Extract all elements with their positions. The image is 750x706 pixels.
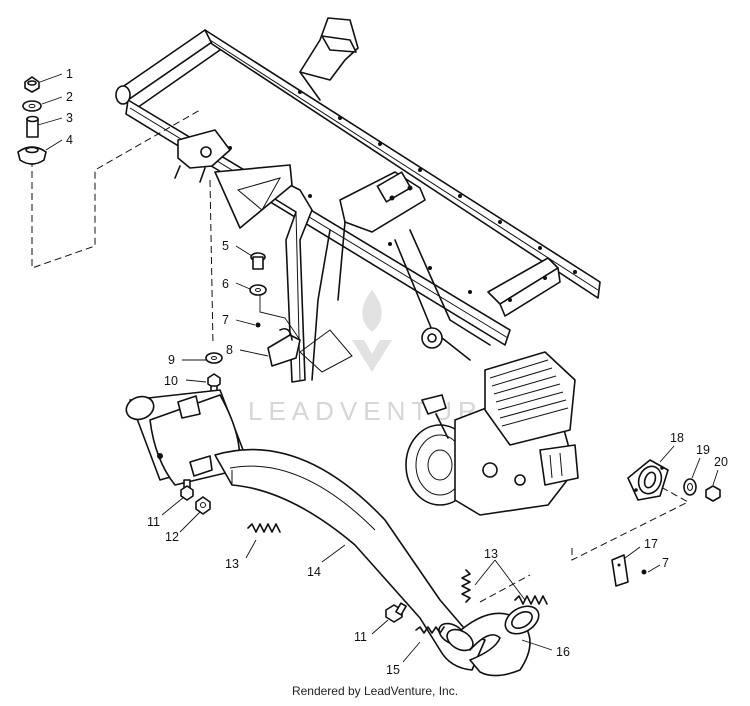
callouts: 1 2 3 4 5 6 7 8 9 10 11 12 13 14 13 11 1… xyxy=(66,67,728,677)
leader-lines xyxy=(37,73,719,663)
part-16-head-pipe xyxy=(449,605,540,677)
callout-20: 20 xyxy=(714,455,728,469)
assembly-lines xyxy=(31,109,690,603)
mount-stack xyxy=(17,76,47,165)
callout-6: 6 xyxy=(222,277,229,291)
callout-7: 7 xyxy=(222,313,229,327)
part-7-screw-b xyxy=(641,569,647,575)
part-19-gasket xyxy=(683,478,697,496)
frame xyxy=(115,17,601,383)
callout-3: 3 xyxy=(66,111,73,125)
part-13-spring-right-a xyxy=(461,569,471,603)
callout-9: 9 xyxy=(168,353,175,367)
callout-17: 17 xyxy=(644,537,658,551)
callout-11: 11 xyxy=(147,515,160,529)
part-15-spring xyxy=(415,626,445,634)
part-5-bumper xyxy=(250,252,266,270)
pipe-clamp xyxy=(438,622,474,652)
callout-4: 4 xyxy=(66,133,73,147)
part-11-screw-b xyxy=(385,602,407,623)
part-12-nut xyxy=(195,496,211,515)
callout-5: 5 xyxy=(222,239,229,253)
part-17-clip xyxy=(611,554,629,587)
part-4-grommet xyxy=(17,146,47,165)
part-11-screw xyxy=(180,479,194,501)
footer-credit: Rendered by LeadVenture, Inc. xyxy=(291,684,459,698)
part-6-washer xyxy=(249,284,267,296)
callout-7-b: 7 xyxy=(662,556,669,570)
part-18-flange xyxy=(627,459,669,501)
part-9-washer xyxy=(205,352,223,364)
callout-8: 8 xyxy=(226,343,233,357)
part-1-nut xyxy=(24,76,40,93)
part-7-screw xyxy=(255,322,261,328)
callout-10: 10 xyxy=(164,374,178,388)
callout-16: 16 xyxy=(556,645,570,659)
part-20-nut xyxy=(705,485,721,502)
exhaust-pipe xyxy=(214,448,486,671)
callout-2: 2 xyxy=(66,90,73,104)
callout-12: 12 xyxy=(165,530,179,544)
callout-13-b: 13 xyxy=(484,547,498,561)
callout-13: 13 xyxy=(225,557,239,571)
part-8-bracket xyxy=(259,295,301,367)
callout-11-b: 11 xyxy=(354,630,367,644)
part-13-spring-left xyxy=(247,523,281,533)
callout-19: 19 xyxy=(696,443,710,457)
callout-18: 18 xyxy=(670,431,684,445)
callout-1: 1 xyxy=(66,67,73,81)
part-3-spacer xyxy=(26,115,39,138)
callout-15: 15 xyxy=(386,663,400,677)
engine xyxy=(405,351,579,516)
callout-14: 14 xyxy=(307,565,321,579)
part-2-washer xyxy=(22,100,42,112)
part-13-spring-right-b xyxy=(514,595,548,605)
